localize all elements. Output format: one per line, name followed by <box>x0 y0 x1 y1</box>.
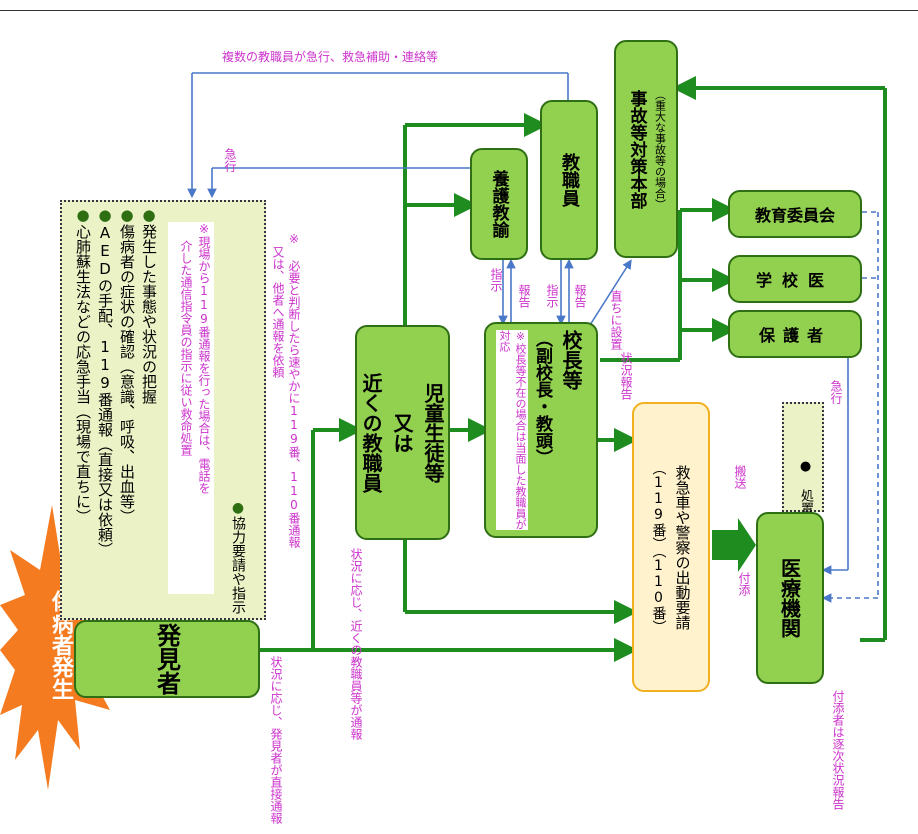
nurse-label: 養護教諭 <box>488 170 509 238</box>
label-multi-staff: 複数の教職員が急行、救急補助・連絡等 <box>222 50 439 64</box>
ambulance-label: 救急車や警察の出動要請 <box>673 464 692 630</box>
discoverer-actions-panel <box>60 200 266 620</box>
hq-label: 事故等対策本部 <box>626 89 647 209</box>
hospital-box: 医療機関 <box>756 512 824 684</box>
hospital-label: 医療機関 <box>777 558 802 638</box>
label-rush: 急行 <box>223 148 237 172</box>
label-rush-2: 急行 <box>829 380 843 404</box>
label-report-2: 報告 <box>573 284 587 308</box>
staff-label: 教職員 <box>559 153 580 207</box>
transport-arrow <box>712 518 756 572</box>
discoverer-box: 発見者 <box>74 620 260 698</box>
label-instruct-2: 指示 <box>545 284 559 308</box>
blue-dashed <box>821 211 879 603</box>
staff-box: 教職員 <box>540 100 598 260</box>
discoverer-note-1: ※現場から119番通報を行った場合は、電話を <box>197 222 211 494</box>
report-note-1: ※ 必要と判断したら速やかに119番、110番通報 <box>287 232 301 548</box>
action-item: ●心肺蘇生法などの応急手当（現場で直ちに） <box>74 206 92 524</box>
nearby-staff-label-2: 又は <box>390 412 414 453</box>
discoverer-note-2: 介した通信指令員の指示に従い救命処置 <box>179 240 193 456</box>
nearby-staff-label-3: 児童生徒等 <box>421 382 445 483</box>
cooperation-item: ●協力要請や指示 <box>230 500 246 614</box>
label-status: 状況報告 <box>619 352 633 400</box>
ambulance-box: 救急車や警察の出動要請 （119番）（110番） <box>632 402 710 692</box>
board-label: 教育委員会 <box>754 206 835 225</box>
school-doctor-box: 学校医 <box>728 255 862 303</box>
principal-note: ※校長等不在の場合は当面した教職員が対応 <box>496 330 528 530</box>
hq-sub-label: （重大な事故等の場合） <box>653 88 667 210</box>
label-setup: 直ちに設置 <box>609 290 623 350</box>
nearby-staff-label-1: 近くの教職員 <box>359 372 383 493</box>
label-instruct-1: 指示 <box>489 268 503 292</box>
green-arrows <box>260 76 887 662</box>
school-doctor-label: 学校医 <box>755 271 834 290</box>
discoverer-note-box <box>168 222 214 594</box>
top-rule <box>0 10 918 11</box>
principal-box: 校長等 （副校長・教頭） ※校長等不在の場合は当面した教職員が対応 <box>484 322 598 538</box>
action-item: ●AEDの手配、119番通報（直接又は依頼） <box>96 206 114 557</box>
label-direct: 状況に応じ、発見者が直接通報 <box>269 656 283 824</box>
discoverer-label: 発見者 <box>152 623 181 695</box>
label-accompany-report: 付添者は逐次状況報告 <box>831 690 845 810</box>
principal-sub-label: （副校長・教頭） <box>532 330 552 466</box>
label-transport: 搬送 <box>733 465 747 489</box>
blue-arrows <box>187 72 849 575</box>
action-item: ●傷病者の症状の確認（意識、呼吸、出血等） <box>118 206 136 524</box>
nurse-box: 養護教諭 <box>470 148 528 260</box>
ambulance-sub-label: （119番）（110番） <box>650 460 667 634</box>
treatment-label: ● 処置 <box>798 459 813 515</box>
guardian-box: 保護者 <box>728 310 862 358</box>
label-situation: 状況に応じ、近くの教職員等が通報 <box>349 548 363 740</box>
label-report-1: 報告 <box>517 284 531 308</box>
label-accompany: 付添 <box>737 572 751 596</box>
hq-box: 事故等対策本部 （重大な事故等の場合） <box>614 40 678 258</box>
report-note-2: 又は、他者へ通報を依頼 <box>271 246 285 378</box>
discoverer-actions-list: ●発生した事態や状況の把握 ●傷病者の症状の確認（意識、呼吸、出血等） ●AED… <box>72 206 160 616</box>
board-box: 教育委員会 <box>728 190 862 238</box>
guardian-label: 保護者 <box>758 326 831 345</box>
principal-label: 校長等 <box>559 330 583 390</box>
treatment-box: ● 処置 <box>782 402 824 515</box>
nearby-staff-box: 近くの教職員 又は 児童生徒等 <box>355 325 450 540</box>
action-item: ●発生した事態や状況の把握 <box>140 206 158 404</box>
